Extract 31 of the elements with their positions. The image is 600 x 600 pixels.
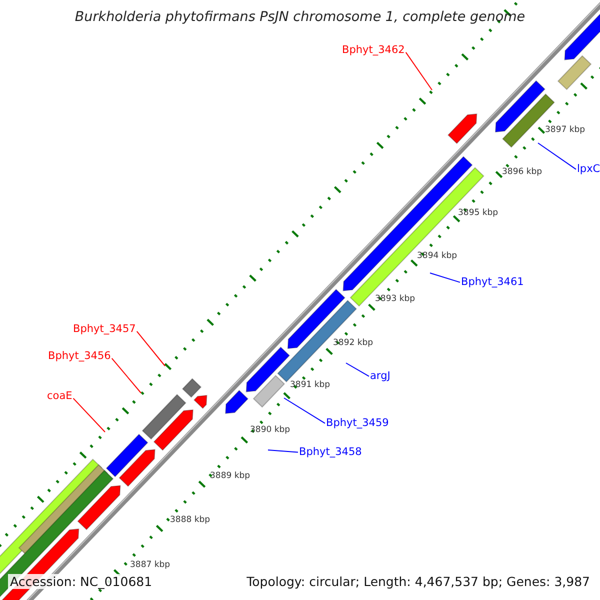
leader-line xyxy=(72,398,106,432)
gene-label: Bphyt_3457 xyxy=(73,323,136,336)
tick-label: 3892 kbp xyxy=(333,338,374,348)
gene-label: argJ xyxy=(370,370,390,383)
leader-line xyxy=(346,362,370,377)
leader-line xyxy=(268,450,298,453)
leader-line xyxy=(430,272,460,283)
gene-label: Bphyt_3462 xyxy=(342,44,405,57)
tick-label: 3897 kbp xyxy=(545,125,586,136)
leader-line xyxy=(284,398,326,424)
tick-label: 3895 kbp xyxy=(458,208,498,218)
tick-label: 3887 kbp xyxy=(130,560,170,570)
gene-label: Bphyt_3459 xyxy=(326,417,389,430)
leader-line xyxy=(538,142,576,170)
leader-line xyxy=(111,358,142,394)
tick-label: 3888 kbp xyxy=(170,515,210,526)
gene-label: coaE xyxy=(47,390,72,403)
gene-label: Bphyt_3461 xyxy=(461,276,524,289)
tick-label: 3893 kbp xyxy=(375,294,416,304)
tick-label: 3894 kbp xyxy=(417,251,458,262)
leader-line xyxy=(405,52,432,90)
tick-label: 3896 kbp xyxy=(502,167,542,178)
footer-text: Topology: circular; Length: 4,467,537 bp; Genes: 3,987 xyxy=(244,574,592,589)
tick-label: 3891 kbp xyxy=(290,380,330,390)
map-title: Burkholderia phytofirmans PsJN chromosome 1, complete genome xyxy=(74,9,526,26)
gene-label: Bphyt_3458 xyxy=(299,446,362,459)
leader-line xyxy=(136,330,166,366)
gene-label: lpxC xyxy=(577,163,600,176)
gene-label: Bphyt_3456 xyxy=(48,350,111,363)
tick-label: 3889 kbp xyxy=(210,471,250,482)
tick-label: 3890 kbp xyxy=(250,425,290,436)
